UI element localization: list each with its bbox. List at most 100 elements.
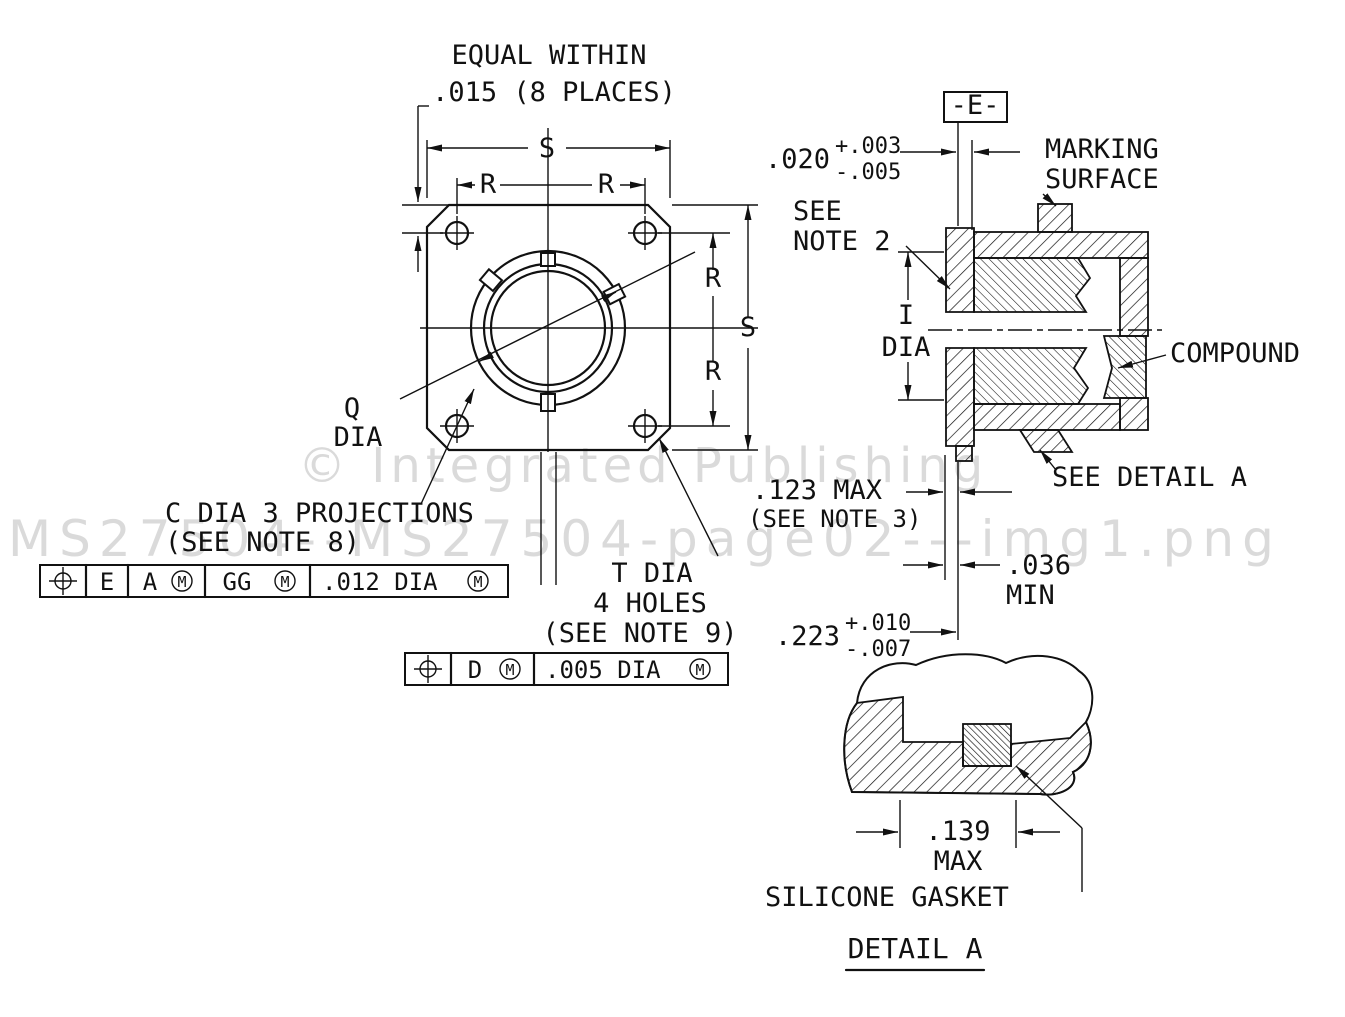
centerlines — [420, 128, 758, 585]
see-note-2: SEE NOTE 2 — [793, 196, 951, 290]
dim-r-top-left-label: R — [480, 169, 497, 200]
detail-a: .139 MAX SILICONE GASKET DETAIL A — [765, 653, 1094, 972]
see-note2-line2: NOTE 2 — [793, 226, 891, 257]
watermark-filename: MS27504--MS27504-page02---img1.png — [8, 510, 1282, 568]
i-dia-line2: DIA — [882, 332, 931, 363]
q-dia: Q DIA — [334, 251, 696, 453]
fcf-2: D M .005 DIA M — [404, 651, 729, 687]
dim-139: .139 MAX — [856, 800, 1060, 877]
section-body — [945, 203, 1149, 462]
marking-surface-note: MARKING SURFACE — [1042, 134, 1159, 207]
dim-s-top-label: S — [539, 133, 555, 164]
t-dia-line3: (SEE NOTE 9) — [542, 618, 737, 649]
flange-lower — [945, 347, 975, 447]
see-note2-line1: SEE — [793, 196, 842, 227]
dim-223-minus: -.007 — [845, 637, 911, 662]
c-dia-line2: (SEE NOTE 8) — [165, 527, 360, 558]
dim-223-value: .223 — [775, 621, 840, 652]
dim-020: .020 +.003 -.005 — [765, 134, 1020, 185]
svg-text:M: M — [280, 573, 289, 591]
q-label: Q — [344, 393, 360, 424]
c-dia-line1: C DIA 3 PROJECTIONS — [165, 498, 474, 529]
position-symbol-icon — [49, 567, 77, 595]
bottom-wall — [973, 403, 1121, 431]
compound-label: COMPOUND — [1170, 338, 1300, 369]
mounting-hole — [628, 216, 662, 250]
compound-note: COMPOUND — [1117, 338, 1300, 369]
svg-text:M: M — [177, 573, 186, 591]
dim-139-line2: MAX — [934, 846, 983, 877]
mounting-hole — [440, 216, 474, 250]
section-view: -E- .020 +.003 -.005 — [748, 90, 1300, 662]
svg-text:M: M — [473, 573, 482, 591]
dim-020-value: .020 — [765, 144, 830, 175]
datum-flag-label: -E- — [951, 90, 1000, 121]
compound-upper — [973, 257, 1092, 313]
dim-r-right-upper-label: R — [705, 263, 722, 294]
dim-036-line2: MIN — [1006, 580, 1055, 611]
svg-text:M: M — [505, 661, 514, 679]
dim-020-plus: +.003 — [835, 134, 901, 159]
fcf1-datum: E — [100, 568, 114, 596]
t-dia-note: T DIA 4 HOLES (SEE NOTE 9) — [542, 437, 738, 649]
t-dia-line1: T DIA — [611, 558, 692, 589]
fcf-1: E A M GG M .012 DIA M — [39, 563, 509, 599]
front-view: EQUAL WITHIN .015 (8 PLACES) S R R — [165, 40, 758, 649]
position-symbol-icon — [414, 655, 442, 683]
dim-223: .223 +.010 -.007 — [775, 611, 956, 662]
see-detail-a-label: SEE DETAIL A — [1052, 462, 1247, 493]
dim-020-minus: -.005 — [835, 160, 901, 185]
dim-123-line1: .123 MAX — [752, 475, 882, 506]
fcf2-tolerance: .005 DIA — [545, 656, 661, 684]
dim-139-line1: .139 — [925, 816, 990, 847]
equal-within-note: EQUAL WITHIN .015 (8 PLACES) — [402, 40, 676, 272]
fcf1-ref1: A — [143, 568, 158, 596]
c-dia-note: C DIA 3 PROJECTIONS (SEE NOTE 8) — [165, 388, 475, 558]
right-wall-lower — [1119, 397, 1149, 431]
flange-outline — [425, 203, 672, 452]
datum-flag-e: -E- — [943, 90, 1008, 123]
mmc-symbol-icon: M — [274, 570, 296, 592]
marking-pad — [1037, 203, 1073, 233]
compound-lower — [973, 347, 1090, 405]
projection-tab — [478, 267, 504, 293]
mmc-symbol-icon: M — [499, 658, 521, 680]
dim-i-dia: I DIA — [882, 251, 944, 401]
silicone-gasket-note: SILICONE GASKET — [765, 765, 1083, 913]
dim-036: .036 MIN — [903, 550, 1071, 611]
top-wall — [973, 231, 1149, 259]
compound-pocket — [1102, 335, 1147, 399]
detail-a-title: DETAIL A — [844, 932, 986, 972]
dim-123: .123 MAX (SEE NOTE 3) — [748, 475, 1012, 533]
dim-123-line2: (SEE NOTE 3) — [748, 505, 921, 533]
i-dia-line1: I — [898, 300, 914, 331]
q-dia-label: DIA — [334, 422, 383, 453]
mmc-symbol-icon: M — [171, 570, 193, 592]
equal-within-line2: .015 (8 PLACES) — [432, 77, 676, 108]
dim-s-right-label: S — [740, 312, 756, 343]
dim-s-top: S — [426, 133, 671, 198]
marking-surface-line2: SURFACE — [1045, 164, 1159, 195]
dim-223-plus: +.010 — [845, 611, 911, 636]
fcf1-tolerance: .012 DIA — [322, 568, 438, 596]
see-detail-a-note: SEE DETAIL A — [1039, 449, 1247, 493]
mounting-hole — [628, 409, 662, 443]
svg-text:M: M — [695, 661, 704, 679]
gasket-groove-pad — [1018, 429, 1074, 453]
marking-surface-line1: MARKING — [1045, 134, 1159, 165]
mmc-symbol-icon: M — [467, 570, 489, 592]
flange-upper — [945, 227, 975, 313]
silicone-gasket-label: SILICONE GASKET — [765, 882, 1009, 913]
watermarks: © Integrated Publishing MS27504--MS27504… — [8, 438, 1282, 568]
t-dia-line2: 4 HOLES — [593, 588, 707, 619]
fcf1-ref2: GG — [223, 568, 252, 596]
watermark-publisher: © Integrated Publishing — [298, 438, 988, 494]
dim-r-top-right-label: R — [598, 169, 615, 200]
equal-within-line1: EQUAL WITHIN — [451, 40, 646, 71]
silicone-gasket-section — [962, 723, 1012, 767]
detail-a-title-label: DETAIL A — [848, 932, 983, 965]
fcf2-datum: D — [468, 656, 482, 684]
mmc-symbol-icon: M — [689, 658, 711, 680]
